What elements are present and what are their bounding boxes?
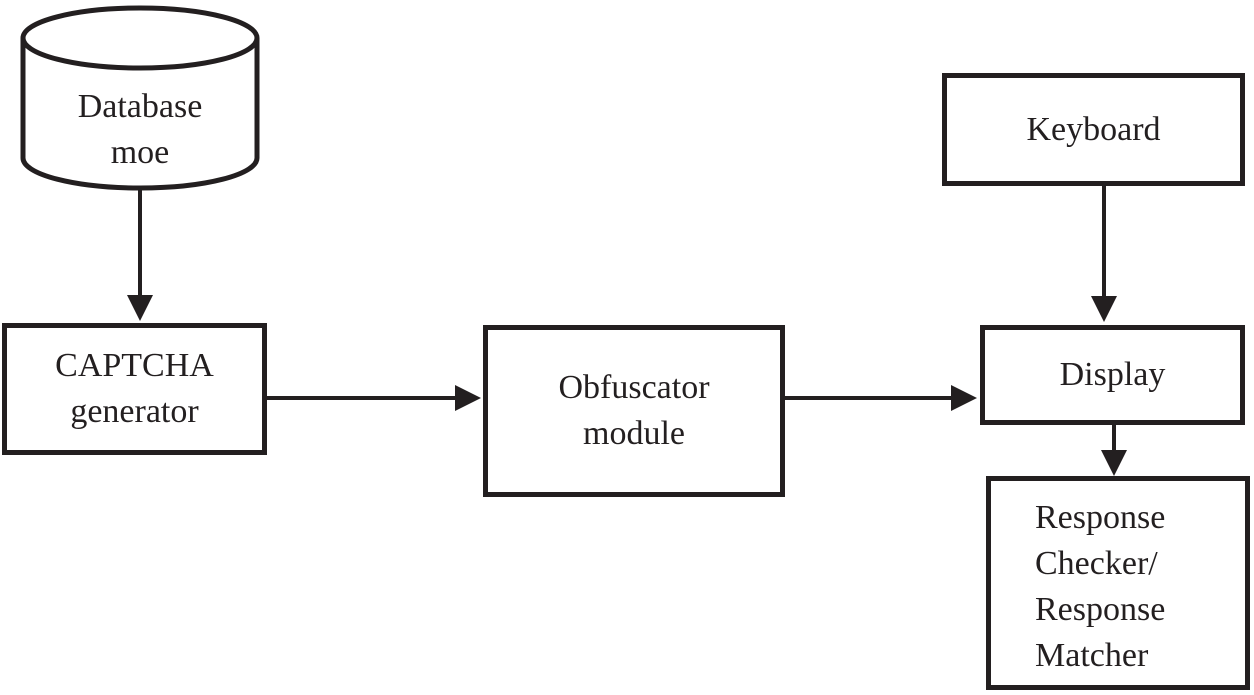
arrow-captcha-generator-to-obfuscator-module — [267, 385, 481, 411]
node-label-line: CAPTCHA — [55, 347, 214, 384]
arrow-keyboard-to-display — [1091, 186, 1117, 322]
arrowhead-down-icon — [1091, 296, 1117, 322]
node-captcha-generator: CAPTCHA generator — [2, 323, 267, 455]
arrow-database-to-captcha-generator — [127, 189, 153, 321]
node-label-line: moe — [110, 134, 170, 171]
node-label-line: Response — [1035, 499, 1166, 536]
node-keyboard: Keyboard — [942, 73, 1245, 186]
node-label-line: Display — [1059, 356, 1166, 393]
node-label-line: Obfuscator — [558, 369, 710, 406]
node-label-line: module — [583, 415, 685, 452]
arrowhead-down-icon — [1101, 450, 1127, 476]
arrowhead-right-icon — [455, 385, 481, 411]
node-label-line: Database — [77, 88, 203, 125]
database-cylinder-body — [20, 38, 260, 191]
arrowhead-right-icon — [951, 385, 977, 411]
node-label-line: Keyboard — [1026, 110, 1161, 148]
arrow-display-to-response-checker — [1101, 425, 1127, 476]
database-cylinder-top — [20, 5, 260, 71]
node-response-checker: Response Checker/ Response Matcher — [986, 476, 1250, 690]
arrow-obfuscator-module-to-display — [785, 385, 977, 411]
node-label-line: Matcher — [1035, 637, 1149, 674]
node-label-line: Checker/ — [1035, 545, 1158, 582]
arrowhead-down-icon — [127, 295, 153, 321]
node-obfuscator-module: Obfuscator module — [483, 325, 785, 497]
node-label-line: Response — [1035, 591, 1166, 628]
node-display: Display — [980, 325, 1245, 425]
node-database: Database moe — [30, 80, 250, 180]
node-label-line: generator — [70, 393, 199, 430]
database-cylinder — [20, 5, 260, 191]
